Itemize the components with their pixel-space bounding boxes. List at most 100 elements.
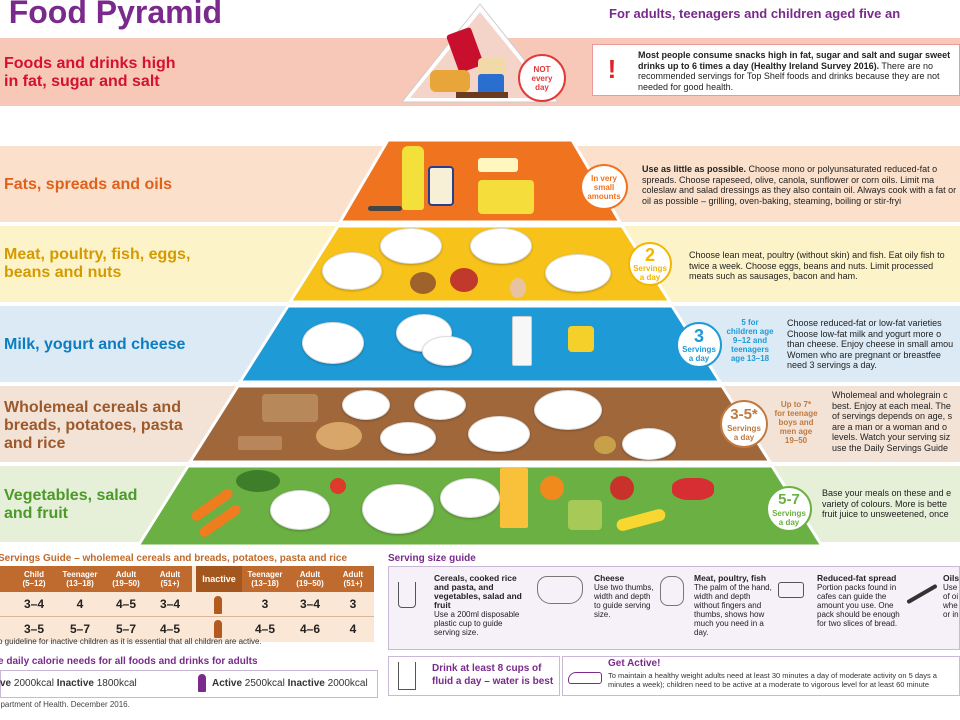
fruit-salad-icon bbox=[568, 500, 602, 530]
badge-fats: In very small amounts bbox=[580, 164, 628, 210]
sweets-icon bbox=[430, 70, 470, 92]
veg-text: Base your meals on these and e variety o… bbox=[822, 488, 952, 519]
plate-soup bbox=[440, 478, 500, 518]
drink-text: Drink at least 8 cups of fluid a day – w… bbox=[432, 663, 554, 687]
drink-box bbox=[388, 656, 560, 696]
crackers-icon bbox=[238, 436, 282, 450]
cup-icon bbox=[398, 582, 416, 608]
oil-bottle-icon bbox=[402, 146, 424, 210]
plate-pasta bbox=[468, 416, 530, 452]
guide-head-corner bbox=[0, 566, 12, 592]
crisps-packet-icon bbox=[478, 74, 504, 96]
band-label-veg: Vegetables, salad and fruit bbox=[4, 487, 138, 522]
badge-meat: 2 Servings a day bbox=[628, 242, 672, 286]
active-text: To maintain a healthy weight adults need… bbox=[608, 671, 937, 689]
calorie-male: Active 2500kcal Inactive 2000kcal bbox=[212, 678, 368, 689]
naan-bread-icon bbox=[316, 422, 362, 450]
plate-chicken bbox=[380, 228, 442, 264]
person-icon-male bbox=[214, 620, 222, 638]
guide-cell: 3 bbox=[261, 597, 269, 611]
plate-cereal bbox=[342, 390, 390, 420]
guide-cell: 3–4 bbox=[299, 597, 321, 611]
ssg-cereals: Cereals, cooked rice and pasta, and vege… bbox=[434, 573, 522, 638]
warning-text: Most people consume snacks high in fat, … bbox=[638, 50, 951, 92]
badge-cereals: 3-5* Servings a day bbox=[720, 400, 768, 448]
badge-milk: 3 Servings a day bbox=[676, 322, 722, 368]
warning-icon: ! bbox=[607, 54, 617, 84]
active-title: Get Active! bbox=[608, 658, 661, 669]
meat-text: Choose lean meat, poultry (without skin)… bbox=[689, 250, 945, 281]
nuts-icon bbox=[410, 272, 436, 294]
calorie-box bbox=[0, 670, 378, 698]
servings-guide-note: o guideline for inactive children as it … bbox=[0, 637, 262, 646]
potato-icon bbox=[594, 436, 616, 454]
guide-head-inactive-adult: Adult(19–50) bbox=[288, 566, 332, 592]
guide-cell: 5–7 bbox=[115, 622, 137, 636]
guide-cell: 4–6 bbox=[299, 622, 321, 636]
plate-salmon bbox=[545, 254, 611, 292]
footer-credit: epartment of Health. December 2016. bbox=[0, 700, 130, 709]
tomatoes-icon bbox=[330, 478, 346, 494]
butter-block-icon bbox=[478, 158, 518, 172]
spread-pack-icon bbox=[778, 582, 804, 598]
egg-icon bbox=[510, 278, 526, 298]
plate-grated-cheese bbox=[422, 336, 472, 366]
guide-cell: 3–4 bbox=[23, 597, 45, 611]
guide-head-adult: Adult(19–50) bbox=[104, 566, 148, 592]
strawberries-icon bbox=[672, 478, 714, 500]
butter-dish-icon bbox=[478, 180, 534, 214]
guide-cell: 3–5 bbox=[23, 622, 45, 636]
warning-box bbox=[592, 44, 960, 96]
apple-icon bbox=[610, 476, 634, 500]
hands-icon bbox=[537, 576, 583, 604]
guide-cell: 4 bbox=[76, 597, 84, 611]
guide-head-teen: Teenager(13–18) bbox=[56, 566, 104, 592]
plate-mashed-potato bbox=[622, 428, 676, 460]
plate-egg bbox=[322, 252, 382, 290]
milk-text: Choose reduced-fat or low-fat varieties … bbox=[787, 318, 954, 370]
band-label-meat: Meat, poultry, fish, eggs, beans and nut… bbox=[4, 246, 191, 281]
orange-icon bbox=[540, 476, 564, 500]
drink-glass-icon bbox=[398, 662, 416, 690]
band-label-cereals: Wholemeal cereals and breads, potatoes, … bbox=[4, 399, 183, 452]
plate-salad bbox=[362, 484, 434, 534]
chocolate-bar-icon bbox=[456, 92, 508, 98]
juice-glass-icon bbox=[500, 468, 528, 528]
palm-icon bbox=[660, 576, 684, 606]
beans-icon bbox=[450, 268, 478, 292]
guide-cell: 4–5 bbox=[159, 622, 181, 636]
badge-top-shelf: NOT every day bbox=[518, 54, 566, 102]
bread-slices-icon bbox=[262, 394, 318, 422]
guide-cell: 3–4 bbox=[159, 597, 181, 611]
plate-beef bbox=[470, 228, 532, 264]
person-icon-female bbox=[214, 596, 222, 614]
mayonnaise-jar-icon bbox=[428, 166, 454, 206]
guide-head-inactive-adult-51: Adult(51+) bbox=[332, 566, 374, 592]
cereals-text: Wholemeal and wholegrain c best. Enjoy a… bbox=[832, 390, 953, 453]
serving-size-title: Serving size guide bbox=[388, 553, 476, 564]
page-subtitle: For adults, teenagers and children aged … bbox=[609, 6, 901, 21]
page-title: e Food Pyramid bbox=[8, 0, 223, 30]
plate-peas bbox=[270, 490, 330, 530]
guide-cell: 4–5 bbox=[254, 622, 276, 636]
fats-text: Use as little as possible. Choose mono o… bbox=[642, 164, 957, 206]
guide-cell: 4 bbox=[349, 622, 357, 636]
servings-guide-title: Servings Guide – wholemeal cereals and b… bbox=[0, 553, 348, 564]
band-label-fats: Fats, spreads and oils bbox=[4, 176, 173, 193]
spoon-icon bbox=[368, 206, 402, 211]
guide-head-inactive: Inactive bbox=[196, 566, 242, 592]
guide-head-child: Child(5–12) bbox=[12, 566, 56, 592]
band-label-milk: Milk, yogurt and cheese bbox=[4, 336, 186, 353]
guide-row-divider bbox=[0, 616, 374, 617]
plate-rice bbox=[380, 422, 436, 454]
guide-head-adult-51: Adult(51+) bbox=[148, 566, 192, 592]
guide-cell: 3 bbox=[349, 597, 357, 611]
guide-head-inactive-teen: Teenager(13–18) bbox=[242, 566, 288, 592]
calorie-female: ve 2000kcal Inactive 1800kcal bbox=[0, 678, 137, 689]
plate-weetabix bbox=[414, 390, 466, 420]
band-label-top-shelf: Foods and drinks high in fat, sugar and … bbox=[4, 55, 176, 90]
